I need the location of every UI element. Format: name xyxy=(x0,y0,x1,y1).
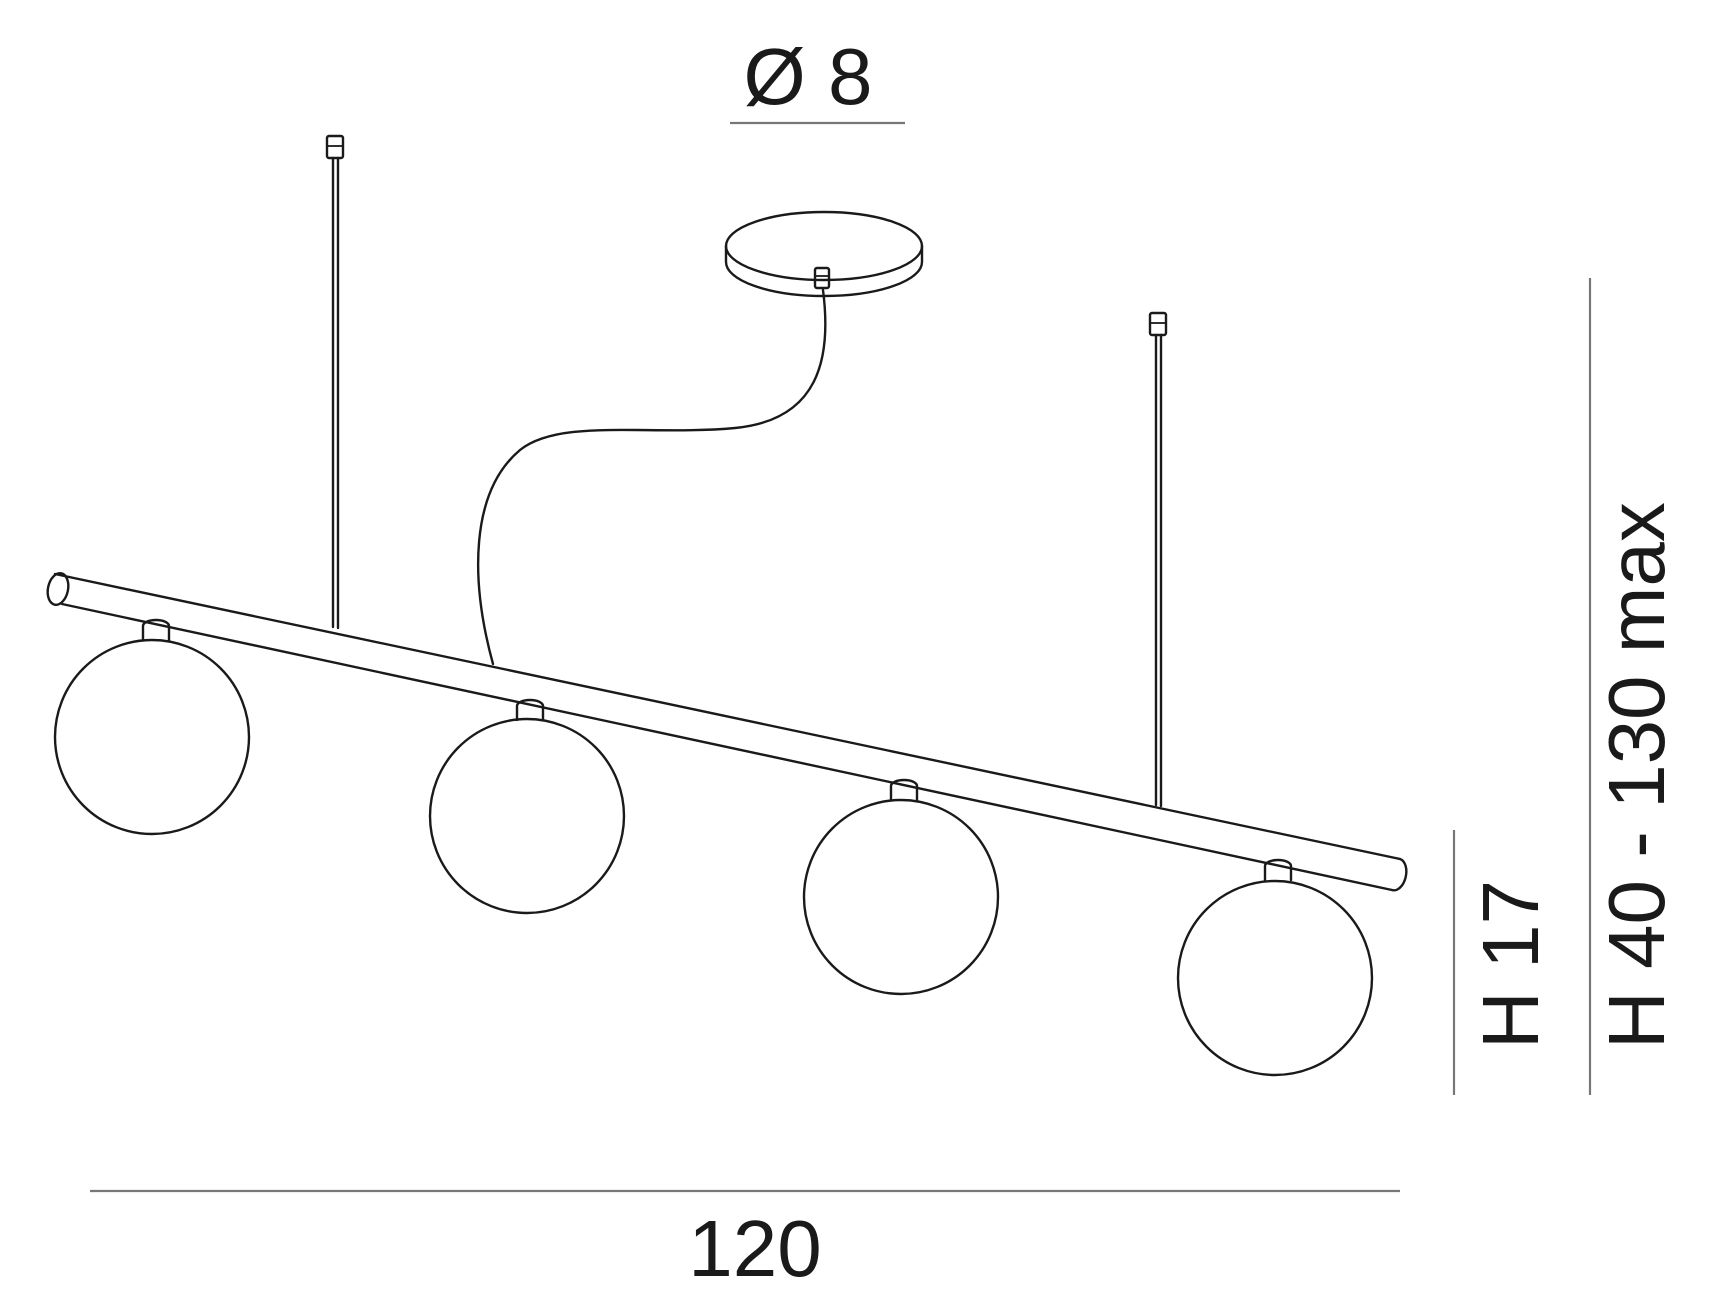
canopy-diameter-label: Ø 8 xyxy=(744,32,873,121)
globe-3 xyxy=(802,778,1000,996)
body-height-label: H 17 xyxy=(1466,880,1555,1049)
ceiling-canopy xyxy=(724,210,924,298)
left-suspension-rod xyxy=(325,134,345,630)
right-suspension-rod xyxy=(1148,311,1168,808)
globe-2 xyxy=(428,698,626,915)
width-label: 120 xyxy=(688,1204,821,1293)
globe-1 xyxy=(53,618,251,836)
canopy-cable-grip xyxy=(813,266,831,290)
globe-4 xyxy=(1176,858,1374,1077)
power-cable xyxy=(477,288,827,666)
total-height-label: H 40 - 130 max xyxy=(1592,502,1681,1049)
lamp-bar xyxy=(46,572,1408,892)
